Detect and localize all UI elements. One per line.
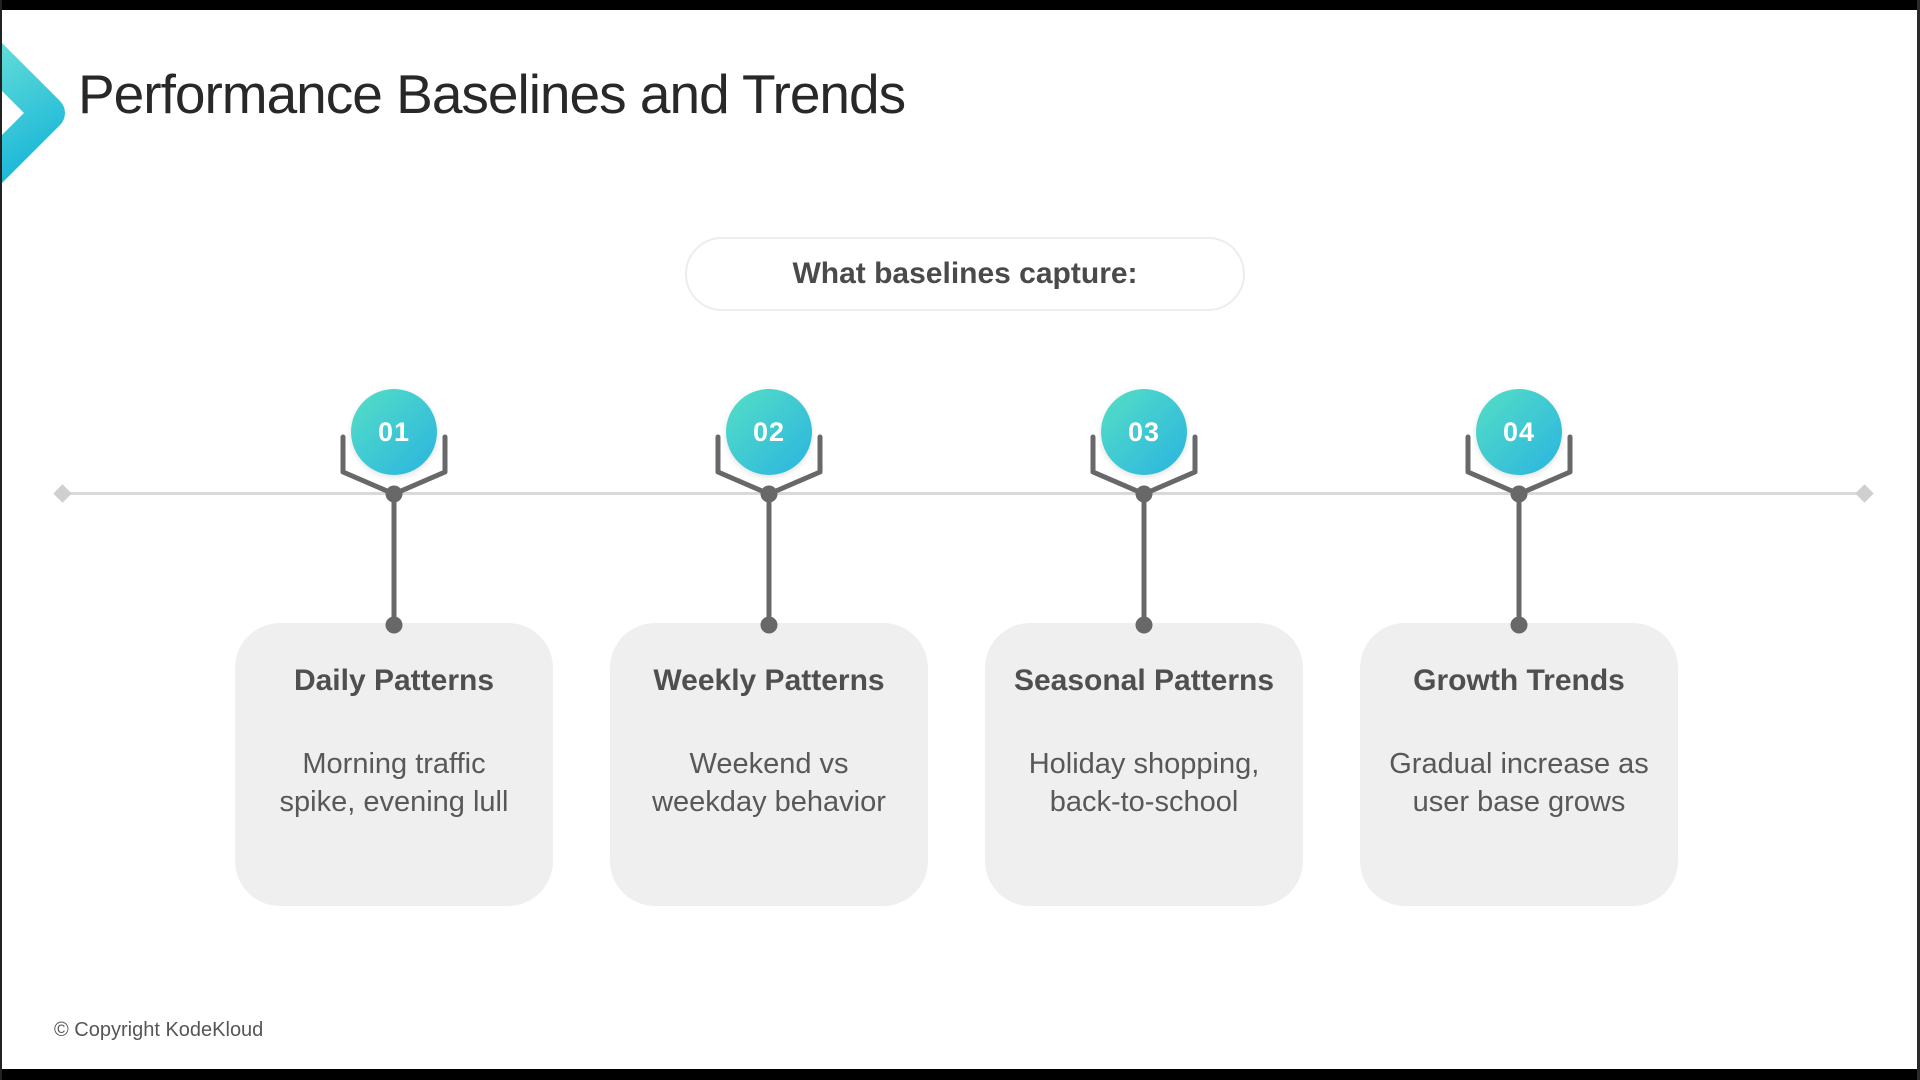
copyright-footer: © Copyright KodeKloud: [54, 1019, 264, 1041]
step-circle: 01: [351, 389, 437, 475]
bracket-connector-icon: [1465, 434, 1573, 634]
frame-edge-left: [0, 0, 2, 1080]
kodekloud-logo-icon: [0, 8, 80, 204]
card-description-line2: weekday behavior: [652, 786, 886, 818]
card-description-line1: Morning traffic: [302, 748, 486, 780]
card-description-line1: Gradual increase as: [1389, 748, 1649, 780]
card: Daily Patterns Morning traffic spike, ev…: [235, 623, 553, 906]
timeline-item: Growth Trends Gradual increase as user b…: [1359, 380, 1679, 910]
page-title: Performance Baselines and Trends: [78, 63, 906, 125]
card-description-line1: Holiday shopping,: [1028, 748, 1260, 780]
step-circle: 02: [726, 389, 812, 475]
step-number: 02: [752, 416, 786, 447]
timeline-item: Daily Patterns Morning traffic spike, ev…: [234, 380, 554, 910]
badge-label: What baselines capture:: [792, 257, 1138, 290]
step-number: 01: [377, 416, 411, 447]
card-title: Seasonal Patterns: [1013, 664, 1275, 697]
card: Weekly Patterns Weekend vs weekday behav…: [610, 623, 928, 906]
card-description: Gradual increase as user base grows: [1378, 745, 1660, 821]
card: Growth Trends Gradual increase as user b…: [1360, 623, 1678, 906]
step-circle: 03: [1101, 389, 1187, 475]
card-description-line2: user base grows: [1412, 786, 1626, 818]
step-number: 03: [1127, 416, 1161, 447]
step-circle: 04: [1476, 389, 1562, 475]
diamond-endpoint-left-icon: [53, 484, 72, 503]
card-description: Holiday shopping, back-to-school: [1003, 745, 1285, 821]
card-description-line2: back-to-school: [1049, 786, 1239, 818]
baselines-capture-badge: What baselines capture:: [685, 237, 1245, 311]
timeline-axis: [62, 492, 1865, 495]
bracket-connector-icon: [340, 434, 448, 634]
frame-edge-right: [1917, 0, 1920, 1080]
bracket-connector-icon: [1090, 434, 1198, 634]
timeline-item: Weekly Patterns Weekend vs weekday behav…: [609, 380, 929, 910]
card-title: Growth Trends: [1413, 664, 1625, 697]
card-title: Weekly Patterns: [653, 664, 885, 697]
card-description: Weekend vs weekday behavior: [628, 745, 910, 821]
card-description-line2: spike, evening lull: [279, 786, 509, 818]
card-description-line1: Weekend vs: [689, 748, 849, 780]
diamond-endpoint-right-icon: [1855, 484, 1874, 503]
step-number: 04: [1502, 416, 1536, 447]
letterbox-top: [0, 0, 1920, 10]
card-description: Morning traffic spike, evening lull: [253, 745, 535, 821]
bracket-connector-icon: [715, 434, 823, 634]
card-title: Daily Patterns: [293, 664, 495, 697]
card: Seasonal Patterns Holiday shopping, back…: [985, 623, 1303, 906]
timeline-item: Seasonal Patterns Holiday shopping, back…: [984, 380, 1304, 910]
letterbox-bottom: [0, 1069, 1920, 1080]
